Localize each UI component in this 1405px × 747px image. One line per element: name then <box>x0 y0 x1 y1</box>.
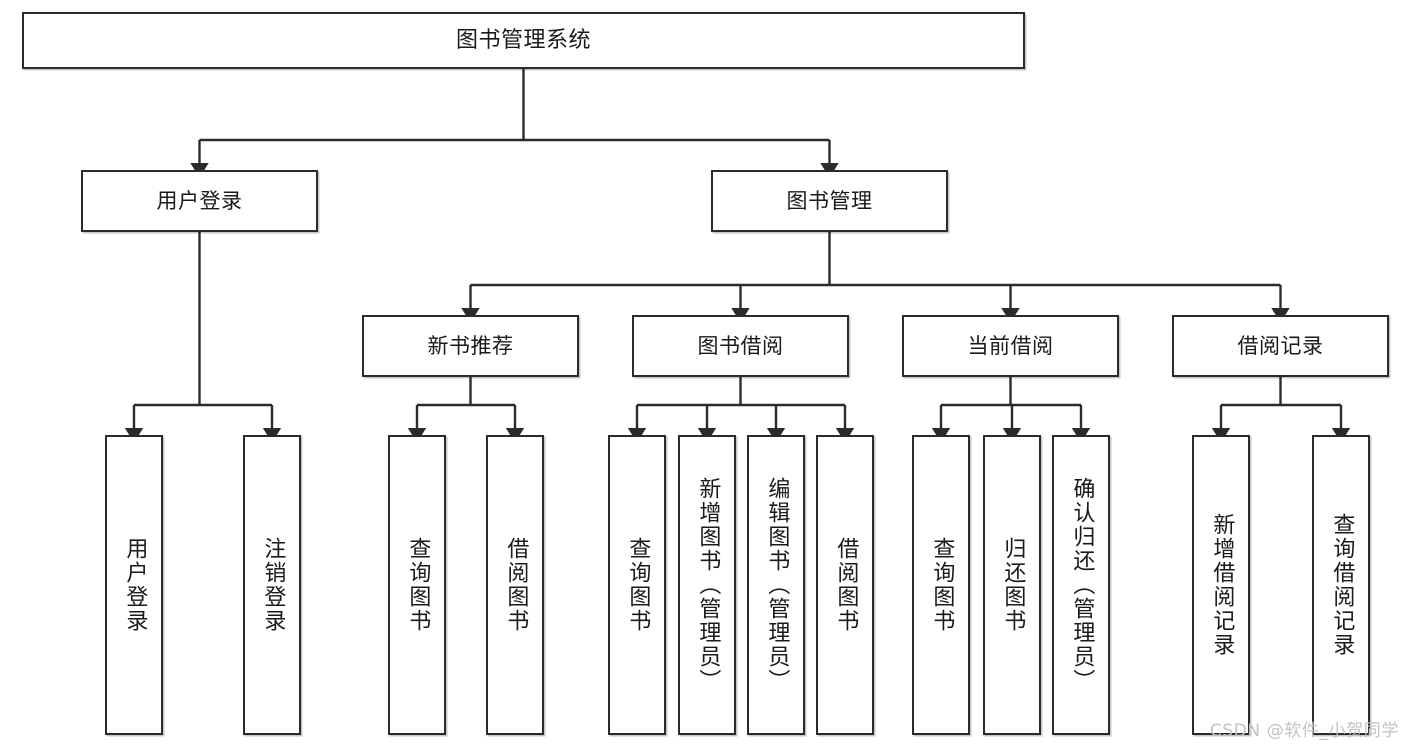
node-leaf-borrow-book-2-label: 借阅图书 <box>833 537 859 633</box>
node-user-login[interactable]: 用户登录 <box>81 170 318 232</box>
node-leaf-add-record-label: 新增借阅记录 <box>1209 513 1235 657</box>
node-leaf-add-book[interactable]: 新增图书（管理员） <box>678 435 736 735</box>
node-leaf-query-book-1-label: 查询图书 <box>405 537 431 633</box>
node-leaf-add-book-label: 新增图书（管理员） <box>695 477 721 693</box>
node-new-book-rec-label: 新书推荐 <box>427 333 514 358</box>
node-leaf-edit-book-label: 编辑图书（管理员） <box>764 477 790 693</box>
node-leaf-borrow-book-1-label: 借阅图书 <box>503 537 529 633</box>
node-root[interactable]: 图书管理系统 <box>22 12 1025 69</box>
node-new-book-rec[interactable]: 新书推荐 <box>362 315 579 377</box>
node-leaf-return-book[interactable]: 归还图书 <box>983 435 1041 735</box>
node-current-borrow-label: 当前借阅 <box>967 333 1054 358</box>
node-root-label: 图书管理系统 <box>455 27 591 53</box>
node-book-manage-label: 图书管理 <box>786 188 873 213</box>
node-leaf-confirm-return[interactable]: 确认归还（管理员） <box>1052 435 1110 735</box>
node-borrow-record-label: 借阅记录 <box>1237 333 1324 358</box>
node-leaf-user-logout-label: 注销登录 <box>260 537 286 633</box>
node-leaf-return-book-label: 归还图书 <box>1000 537 1026 633</box>
node-book-borrow-label: 图书借阅 <box>697 333 784 358</box>
csdn-watermark: CSDN @软件_小贺同学 <box>1209 721 1399 741</box>
node-leaf-query-book-3[interactable]: 查询图书 <box>912 435 970 735</box>
node-leaf-borrow-book-2[interactable]: 借阅图书 <box>816 435 874 735</box>
node-leaf-query-record[interactable]: 查询借阅记录 <box>1312 435 1370 735</box>
node-leaf-add-record[interactable]: 新增借阅记录 <box>1192 435 1250 735</box>
node-leaf-borrow-book-1[interactable]: 借阅图书 <box>486 435 544 735</box>
node-leaf-user-login-label: 用户登录 <box>122 537 148 633</box>
node-current-borrow[interactable]: 当前借阅 <box>902 315 1119 377</box>
node-leaf-query-book-3-label: 查询图书 <box>929 537 955 633</box>
node-leaf-user-logout[interactable]: 注销登录 <box>243 435 301 735</box>
node-leaf-user-login[interactable]: 用户登录 <box>105 435 163 735</box>
node-user-login-label: 用户登录 <box>156 188 243 213</box>
node-leaf-edit-book[interactable]: 编辑图书（管理员） <box>747 435 805 735</box>
node-leaf-query-book-2-label: 查询图书 <box>625 537 651 633</box>
node-leaf-query-book-2[interactable]: 查询图书 <box>608 435 666 735</box>
node-book-borrow[interactable]: 图书借阅 <box>632 315 849 377</box>
node-book-manage[interactable]: 图书管理 <box>711 170 948 232</box>
node-leaf-query-book-1[interactable]: 查询图书 <box>388 435 446 735</box>
node-leaf-query-record-label: 查询借阅记录 <box>1329 513 1355 657</box>
node-leaf-confirm-return-label: 确认归还（管理员） <box>1069 477 1095 693</box>
node-borrow-record[interactable]: 借阅记录 <box>1172 315 1389 377</box>
